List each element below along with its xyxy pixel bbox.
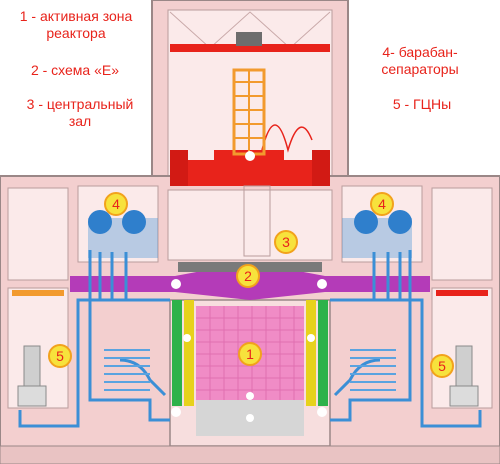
refuelling-machine — [232, 68, 271, 257]
legend-item-2: 2 - схема «Е» — [10, 62, 140, 79]
legend-item-2-line-1: 2 - схема «Е» — [30, 62, 120, 78]
marker-1-label: 1 — [246, 346, 254, 362]
legend-item-5: 5 - ГЦНы — [372, 96, 472, 113]
legend-item-1: 1 - активная зона реактора — [6, 8, 146, 42]
marker-5-right: 5 — [430, 354, 454, 378]
marker-5-right-label: 5 — [438, 358, 446, 374]
marker-5-left: 5 — [48, 344, 72, 368]
legend-item-3-line-1: 3 - центральный — [26, 96, 134, 112]
marker-4-left-label: 4 — [112, 196, 120, 212]
main-circulation-pumps — [17, 345, 479, 407]
drum-separators — [88, 210, 412, 258]
side-cranes — [12, 290, 488, 296]
highlight-dots — [171, 151, 327, 422]
marker-2: 2 — [236, 264, 260, 288]
legend-item-1-line-2: реактора — [46, 25, 106, 41]
central-hall-crane — [170, 32, 330, 186]
marker-1: 1 — [238, 342, 262, 366]
legend-item-4-line-1: 4- барабан- — [382, 44, 458, 60]
marker-4-right-label: 4 — [378, 196, 386, 212]
marker-3-label: 3 — [282, 234, 290, 250]
marker-4-right: 4 — [370, 192, 394, 216]
legend-item-1-line-1: 1 - активная зона — [19, 8, 133, 24]
marker-5-left-label: 5 — [56, 348, 64, 364]
coolant-pipes — [18, 250, 482, 428]
downcomer-banks — [104, 349, 396, 391]
marker-4-left: 4 — [104, 192, 128, 216]
legend-item-4: 4- барабан- сепараторы — [362, 44, 478, 78]
marker-3: 3 — [274, 230, 298, 254]
legend-item-5-line-1: 5 - ГЦНы — [392, 96, 452, 112]
legend-item-3-line-2: зал — [68, 113, 92, 129]
marker-2-label: 2 — [244, 268, 252, 284]
legend-item-4-line-2: сепараторы — [381, 61, 459, 77]
legend-item-3: 3 - центральный зал — [10, 96, 150, 130]
